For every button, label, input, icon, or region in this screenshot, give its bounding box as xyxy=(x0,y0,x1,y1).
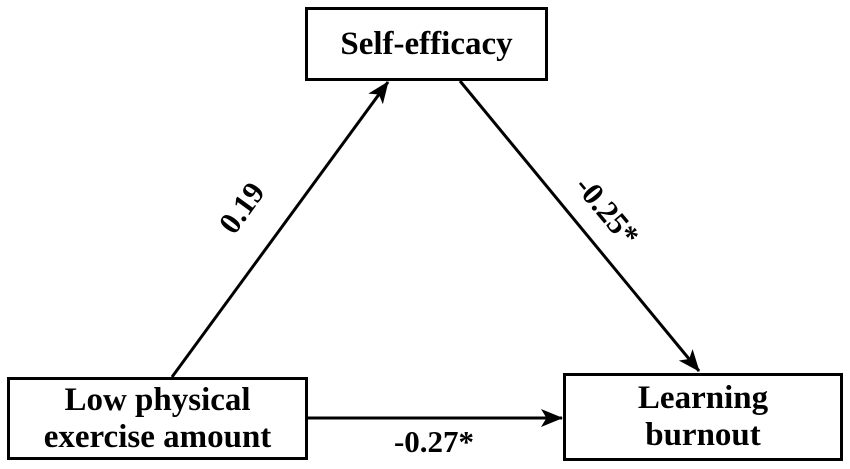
node-predictor-label-line2: exercise amount xyxy=(43,418,272,455)
arrow-mediator-to-outcome xyxy=(458,80,701,372)
node-outcome-label-line1: Learning xyxy=(637,380,769,417)
node-predictor-label-line1: Low physical xyxy=(64,381,251,418)
node-outcome-label-line2: burnout xyxy=(645,417,761,453)
node-learning-burnout: Learning burnout xyxy=(563,373,843,461)
node-low-physical-exercise-amount: Low physical exercise amount xyxy=(7,377,308,460)
node-self-efficacy: Self-efficacy xyxy=(305,7,548,81)
node-self-efficacy-label: Self-efficacy xyxy=(340,25,513,62)
arrow-predictor-to-mediator xyxy=(170,81,390,378)
coefficient-predictor-to-outcome: -0.27* xyxy=(393,424,475,459)
